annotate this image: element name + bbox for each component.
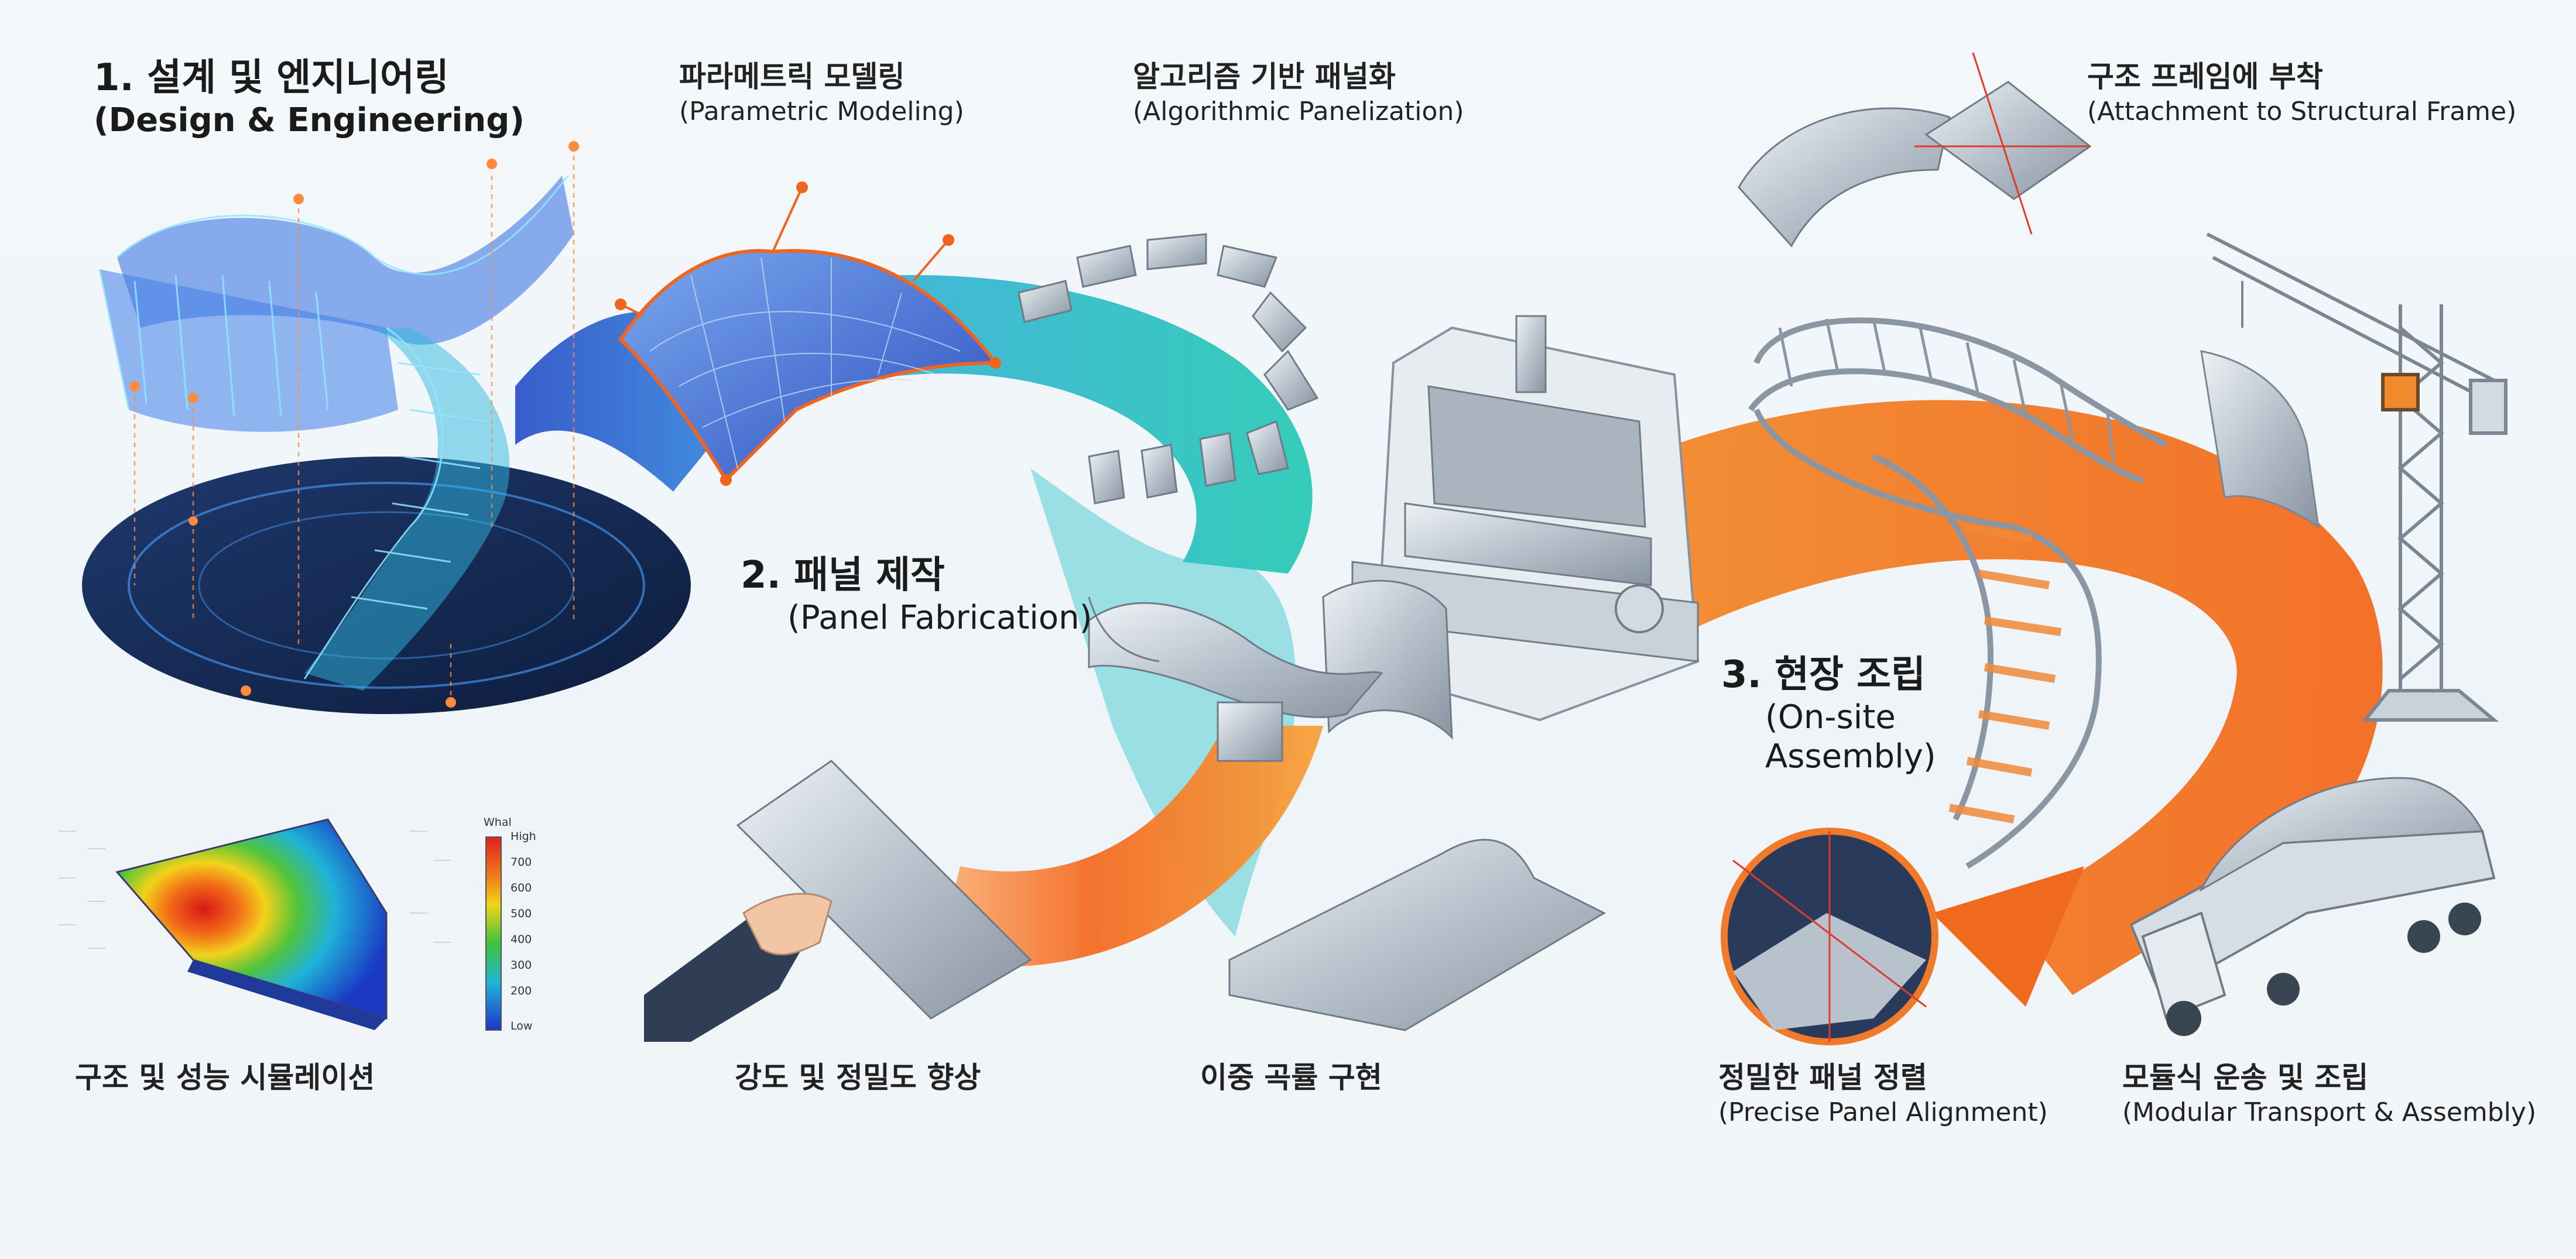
legend-label-5: 300 <box>511 959 532 972</box>
stage-fabrication-en: (Panel Fabrication) <box>787 598 1092 637</box>
step-attachment: 구조 프레임에 부착 (Attachment to Structural Fra… <box>2087 59 2516 128</box>
flow-ribbon-orange-lower <box>937 726 1323 967</box>
legend-label-2: 600 <box>511 881 532 894</box>
step-parametric-en: (Parametric Modeling) <box>679 96 964 126</box>
stage-design-en: (Design & Engineering) <box>94 101 525 139</box>
stage-design-title: 1. 설계 및 엔지니어링 (Design & Engineering) <box>94 56 525 140</box>
step-strength: 강도 및 정밀도 향상 <box>735 1059 981 1096</box>
legend-label-7: Low <box>511 1020 533 1032</box>
step-simulation: 구조 및 성능 시뮬레이션 <box>75 1059 375 1096</box>
legend-label-1: 700 <box>511 856 532 869</box>
stage-design-ko: 1. 설계 및 엔지니어링 <box>94 56 449 100</box>
step-strength-ko: 강도 및 정밀도 향상 <box>735 1061 981 1095</box>
flow-arrow-head <box>1932 866 2084 1007</box>
stage-fabrication-title: 2. 패널 제작 (Panel Fabrication) <box>741 553 1092 637</box>
step-alignment-ko: 정밀한 패널 정렬 <box>1718 1061 1927 1095</box>
attachment-panels <box>1738 52 2092 248</box>
structural-simulation-heatmap <box>59 818 502 1031</box>
hydraulic-press <box>1322 315 1700 740</box>
legend-label-4: 400 <box>511 933 532 946</box>
legend-label-3: 500 <box>511 907 532 920</box>
legend-title: Whal <box>484 816 512 829</box>
step-curvature: 이중 곡률 구현 <box>1200 1059 1382 1096</box>
legend-colorbar <box>485 836 502 1031</box>
step-transport-ko: 모듈식 운송 및 조립 <box>2122 1061 2369 1095</box>
formed-panels <box>736 596 1606 1031</box>
design-staircase-hologram <box>82 141 691 714</box>
steel-truss-staircase <box>1748 317 2168 869</box>
step-attachment-en: (Attachment to Structural Frame) <box>2087 96 2517 126</box>
tower-crane <box>2200 232 2508 722</box>
flow-ribbon-orange-right <box>1616 400 2383 995</box>
step-panelization: 알고리즘 기반 패널화 (Algorithmic Panelization) <box>1133 59 1464 128</box>
stage-assembly-en-2: Assembly) <box>1765 737 1936 776</box>
step-attachment-ko: 구조 프레임에 부착 <box>2087 60 2323 94</box>
step-curvature-ko: 이중 곡률 구현 <box>1200 1061 1382 1095</box>
step-parametric: 파라메트릭 모델링 (Parametric Modeling) <box>679 59 964 128</box>
step-panelization-en: (Algorithmic Panelization) <box>1133 96 1464 126</box>
panelization-tiles <box>1018 233 1319 505</box>
step-panelization-ko: 알고리즘 기반 패널화 <box>1133 60 1396 94</box>
legend-label-0: High <box>511 830 536 843</box>
stage-assembly-en-1: (On-site <box>1765 698 1896 736</box>
step-transport: 모듈식 운송 및 조립 (Modular Transport & Assembl… <box>2122 1059 2536 1128</box>
stage-assembly-title: 3. 현장 조립 (On-site Assembly) <box>1721 653 1936 776</box>
legend-label-6: 200 <box>511 984 532 997</box>
hand-holding-panel <box>644 893 833 1042</box>
parametric-panel <box>615 181 1001 486</box>
stage-assembly-ko: 3. 현장 조립 <box>1721 653 1926 697</box>
stage-fabrication-ko: 2. 패널 제작 <box>741 554 945 597</box>
step-simulation-ko: 구조 및 성능 시뮬레이션 <box>75 1061 375 1095</box>
step-alignment: 정밀한 패널 정렬 (Precise Panel Alignment) <box>1718 1059 2048 1128</box>
step-alignment-en: (Precise Panel Alignment) <box>1718 1097 2048 1127</box>
alignment-magnifier <box>1721 828 1938 1045</box>
transport-truck <box>2129 777 2496 1036</box>
step-transport-en: (Modular Transport & Assembly) <box>2122 1097 2537 1127</box>
step-parametric-ko: 파라메트릭 모델링 <box>679 60 905 94</box>
